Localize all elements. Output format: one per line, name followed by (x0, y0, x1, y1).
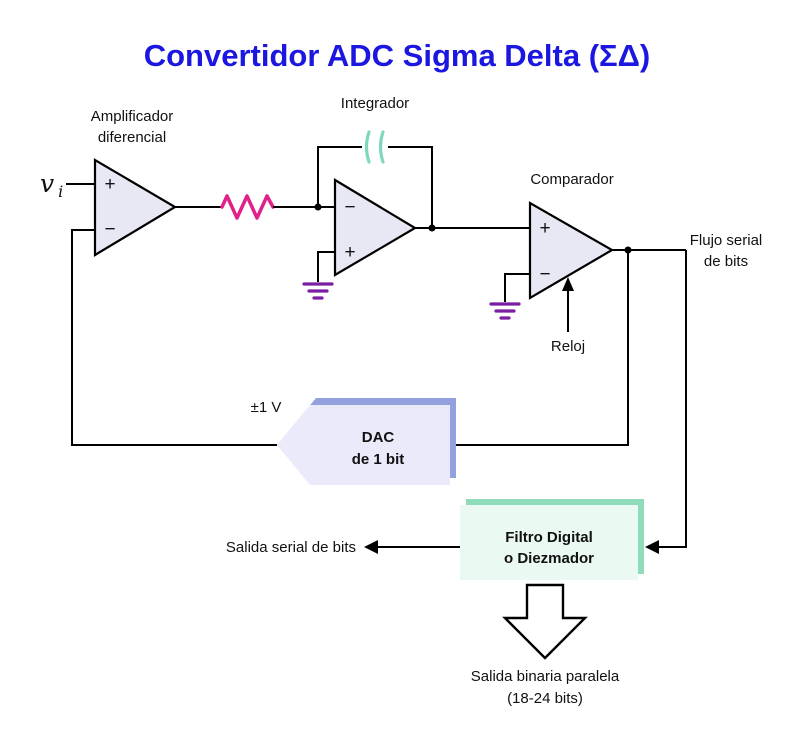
integrator-triangle (333, 178, 418, 277)
serial-flow-label-line2: de bits (704, 253, 748, 270)
serial-flow-label-line1: Flujo serial (690, 232, 763, 249)
dac-block (277, 405, 450, 485)
filter-block (460, 505, 638, 580)
dac-label-line1: DAC (362, 429, 395, 446)
parallel-output-label-line2: (18-24 bits) (507, 690, 583, 707)
wire-comparator-minus-ground (504, 273, 530, 302)
diff-amp-plus-sign: + (104, 174, 115, 195)
diff-amp-triangle (93, 158, 178, 257)
diff-amp-minus-sign: − (104, 219, 115, 240)
clock-label: Reloj (551, 338, 585, 355)
filter-label-line2: o Diezmador (504, 550, 594, 567)
ground-symbol-comparator (489, 302, 521, 320)
integrator-minus-sign: − (344, 197, 355, 218)
wire-feedback-right (388, 146, 433, 228)
page-title: Convertidor ADC Sigma Delta (ΣΔ) (144, 38, 651, 73)
integrator-plus-sign: + (344, 242, 355, 263)
integrator-label: Integrador (341, 95, 409, 112)
wire-dac-feedback (71, 229, 277, 446)
diff-amp-label-line2: diferencial (98, 129, 166, 146)
filter-input-arrow-head (645, 540, 659, 554)
diff-amp-label-line1: Amplificador (91, 108, 174, 125)
vin-symbol: v (40, 169, 54, 198)
ground-symbol-integrator (302, 282, 334, 300)
junction-dot-feedback (428, 224, 436, 232)
wire-serial-to-filter (648, 250, 687, 548)
serial-output-label: Salida serial de bits (226, 539, 356, 556)
parallel-output-arrow (502, 583, 588, 660)
wire-output-to-dac (452, 250, 629, 446)
dac-voltage-label: ±1 V (251, 399, 282, 416)
comparator-label: Comparador (530, 171, 613, 188)
wire-integrator-plus-ground (317, 251, 335, 282)
capacitor-left-plate (364, 130, 371, 164)
capacitor-right-plate (378, 130, 385, 164)
comparator-minus-sign: − (539, 264, 550, 285)
filter-label-line1: Filtro Digital (505, 529, 593, 546)
vin-label: v i (40, 169, 63, 201)
dac-label-line2: de 1 bit (352, 451, 405, 468)
parallel-output-label-line1: Salida binaria paralela (471, 668, 620, 685)
resistor (220, 194, 275, 220)
wire-feedback-left (317, 146, 362, 207)
vin-subscript: i (58, 182, 63, 201)
serial-output-arrow-head (364, 540, 378, 554)
comparator-triangle (528, 201, 615, 300)
clock-arrow-head (562, 277, 574, 291)
comparator-plus-sign: + (539, 218, 550, 239)
